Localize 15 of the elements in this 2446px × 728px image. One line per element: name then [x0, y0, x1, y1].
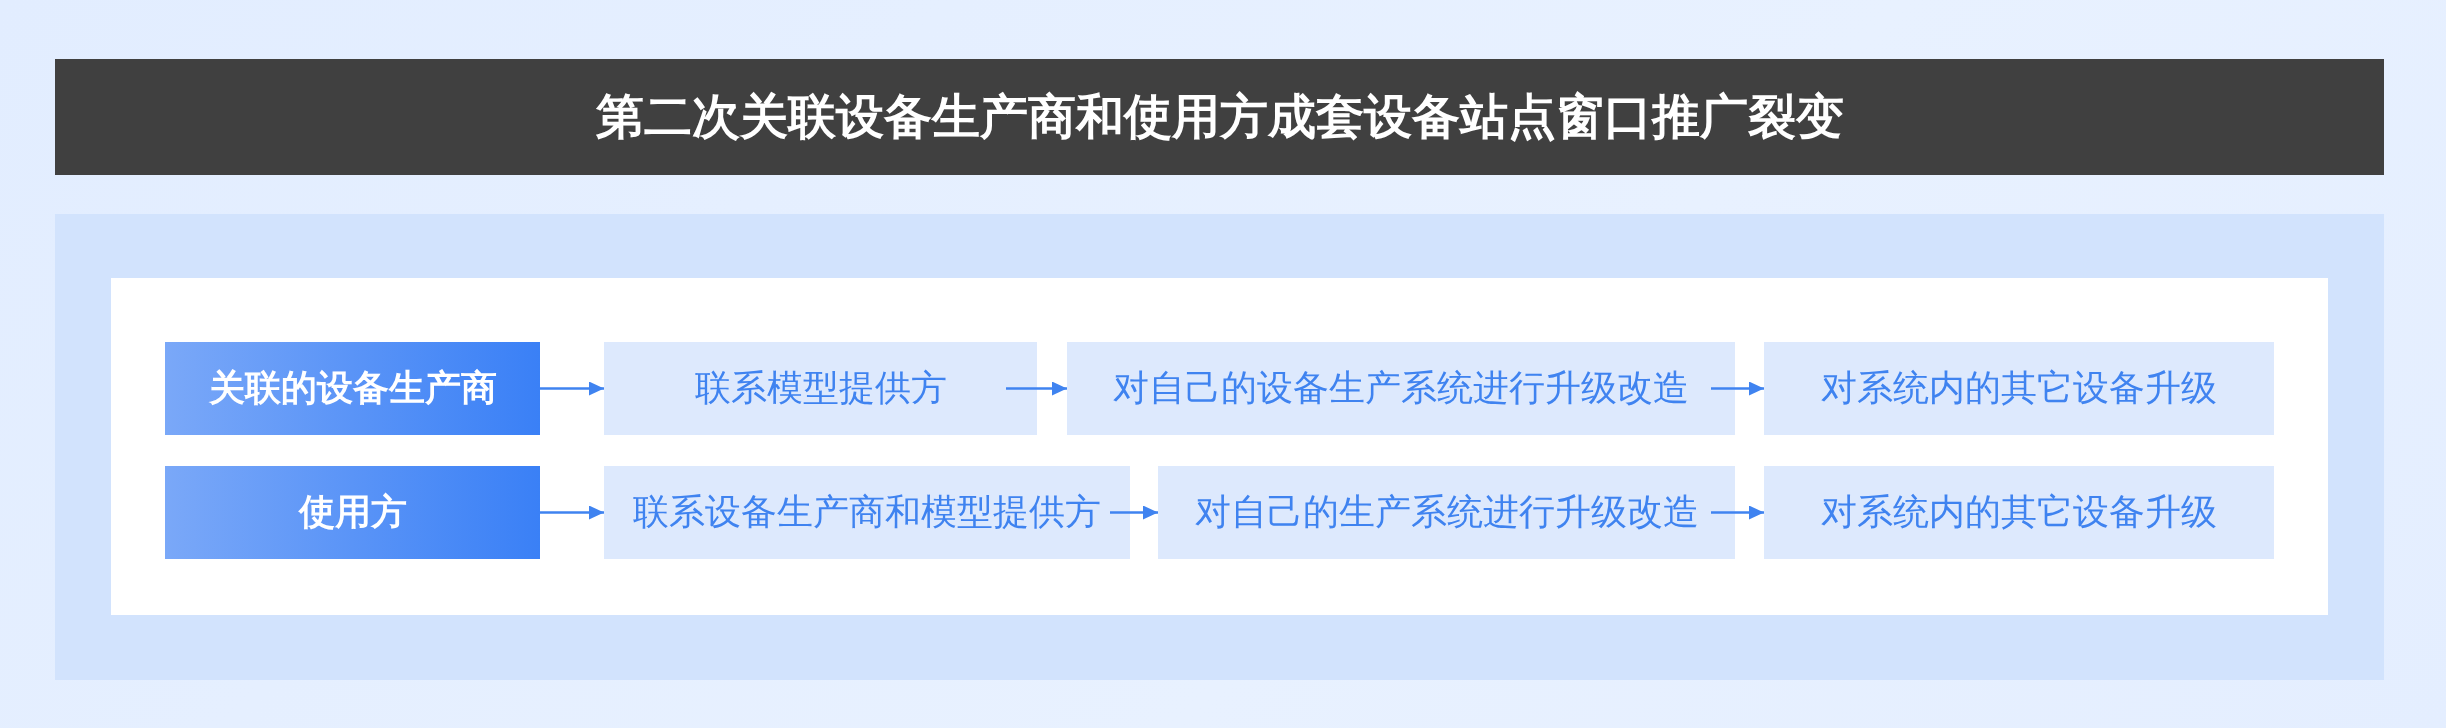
step-box: 对系统内的其它设备升级 — [1764, 342, 2274, 435]
arrow — [540, 381, 604, 396]
role-box: 关联的设备生产商 — [165, 342, 540, 435]
step-box: 对系统内的其它设备升级 — [1764, 466, 2274, 559]
step-box: 联系模型提供方 — [604, 342, 1037, 435]
arrow — [1006, 381, 1067, 396]
role-box: 使用方 — [165, 466, 540, 559]
arrow — [1110, 505, 1158, 520]
arrow — [540, 505, 604, 520]
title-banner: 第二次关联设备生产商和使用方成套设备站点窗口推广裂变 — [55, 59, 2384, 175]
step-box: 对自己的生产系统进行升级改造 — [1158, 466, 1735, 559]
arrow — [1711, 381, 1764, 396]
step-box: 对自己的设备生产系统进行升级改造 — [1067, 342, 1735, 435]
arrow — [1711, 505, 1764, 520]
step-box: 联系设备生产商和模型提供方 — [604, 466, 1130, 559]
